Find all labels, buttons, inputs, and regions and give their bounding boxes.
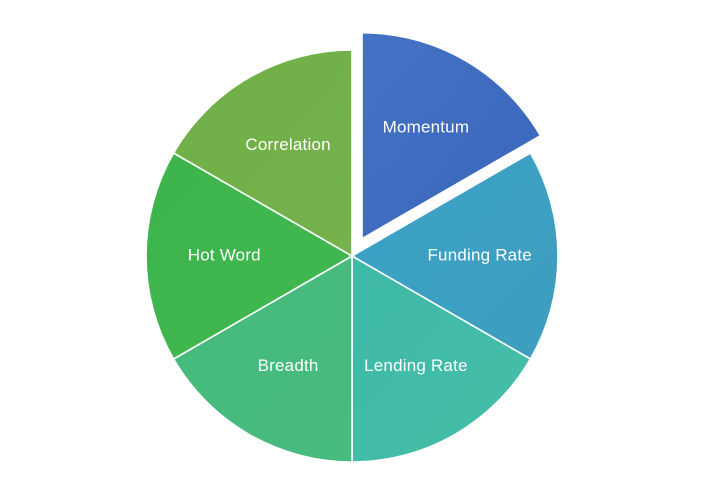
pie-label-momentum: Momentum	[383, 118, 470, 137]
pie-slice-breadth[interactable]	[172, 255, 353, 463]
pie-slice-lending-rate[interactable]	[351, 255, 532, 463]
pie-slice-momentum[interactable]	[361, 31, 542, 240]
pie-label-lending-rate: Lending Rate	[364, 356, 468, 375]
pie-slice-correlation[interactable]	[172, 49, 353, 257]
pie-slice-hot-word[interactable]	[145, 152, 353, 360]
pie-label-breadth: Breadth	[258, 356, 319, 375]
pie-label-correlation: Correlation	[245, 135, 330, 154]
pie-slice-group	[145, 31, 559, 463]
pie-slice-funding-rate[interactable]	[351, 152, 559, 360]
pie-label-funding-rate: Funding Rate	[427, 245, 531, 264]
pie-label-hot-word: Hot Word	[188, 245, 261, 264]
